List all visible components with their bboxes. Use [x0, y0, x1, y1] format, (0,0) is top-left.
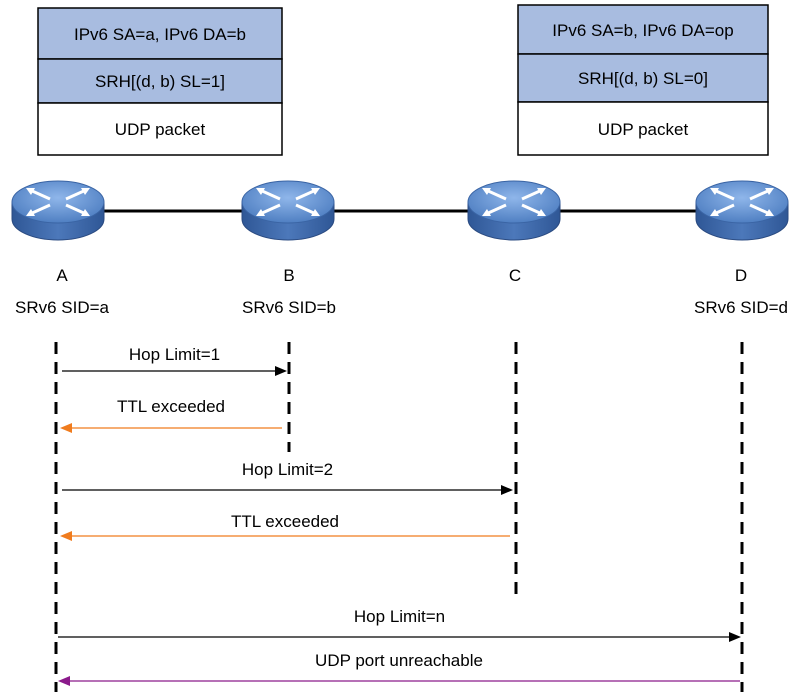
message-arrowhead — [501, 485, 513, 495]
message-arrowhead — [58, 676, 70, 686]
router-icon — [241, 180, 335, 241]
packet-right-row-0 — [517, 4, 769, 55]
router-arrow — [713, 188, 735, 201]
router-arrowhead — [26, 188, 35, 195]
router-top — [241, 180, 335, 224]
message-arrowhead — [275, 366, 287, 376]
node-d-sid: SRv6 SID=d — [694, 298, 788, 317]
message-arrowhead — [60, 531, 72, 541]
node-b-sid: SRv6 SID=b — [242, 298, 336, 317]
message-label: Hop Limit=n — [354, 607, 445, 626]
node-d-name: D — [735, 266, 747, 285]
router-icon — [467, 180, 561, 241]
router-arrowhead — [537, 188, 546, 195]
router-arrow — [295, 188, 317, 201]
message-3: Hop Limit=2 — [62, 460, 513, 495]
router-arrow — [65, 203, 87, 216]
packet-right-header-text: IPv6 SA=b, IPv6 DA=op — [552, 21, 733, 40]
message-5: Hop Limit=n — [58, 607, 741, 642]
router-top — [11, 180, 105, 224]
lifelines — [54, 342, 744, 692]
router-arrowhead — [765, 188, 774, 195]
router-arrowhead — [311, 209, 320, 216]
router-arrow — [521, 203, 543, 216]
router-arrow — [29, 188, 51, 201]
packet-left-srh-text: SRH[(d, b) SL=1] — [95, 72, 225, 91]
router-icon — [11, 180, 105, 241]
router-arrowhead — [710, 188, 719, 195]
node-labels: A SRv6 SID=a B SRv6 SID=b C D SRv6 SID=d — [15, 266, 788, 317]
router-arrowhead — [256, 188, 265, 195]
message-arrowhead — [729, 632, 741, 642]
message-6: UDP port unreachable — [58, 651, 740, 686]
packet-left: IPv6 SA=a, IPv6 DA=b SRH[(d, b) SL=1] UD… — [37, 7, 283, 156]
router-arrowhead — [537, 209, 546, 216]
message-arrowhead — [60, 423, 72, 433]
message-label: Hop Limit=1 — [129, 345, 220, 364]
router-arrow — [485, 188, 507, 201]
node-a-name: A — [56, 266, 68, 285]
packet-right-payload-text: UDP packet — [598, 120, 689, 139]
router-arrowhead — [482, 209, 491, 216]
router-arrow — [259, 188, 281, 201]
router-top — [695, 180, 789, 224]
message-label: TTL exceeded — [231, 512, 339, 531]
router-arrowhead — [311, 188, 320, 195]
message-label: UDP port unreachable — [315, 651, 483, 670]
message-2: TTL exceeded — [60, 397, 282, 433]
packet-left-row-1 — [37, 58, 283, 104]
router-arrow — [295, 203, 317, 216]
router-arrow — [749, 188, 771, 201]
message-1: Hop Limit=1 — [62, 345, 287, 376]
routers — [11, 180, 789, 241]
router-top — [467, 180, 561, 224]
router-arrow — [749, 203, 771, 216]
router-icon — [695, 180, 789, 241]
packet-right-row-2 — [517, 101, 769, 156]
packet-left-payload-text: UDP packet — [115, 120, 206, 139]
router-arrowhead — [26, 209, 35, 216]
message-label: Hop Limit=2 — [242, 460, 333, 479]
node-a-sid: SRv6 SID=a — [15, 298, 110, 317]
router-arrow — [29, 203, 51, 216]
node-b-name: B — [283, 266, 294, 285]
packet-left-header-text: IPv6 SA=a, IPv6 DA=b — [74, 25, 246, 44]
packet-left-row-0 — [37, 7, 283, 60]
router-arrowhead — [710, 209, 719, 216]
message-label: TTL exceeded — [117, 397, 225, 416]
router-arrow — [485, 203, 507, 216]
packet-right-srh-text: SRH[(d, b) SL=0] — [578, 69, 708, 88]
node-c-name: C — [509, 266, 521, 285]
router-arrowhead — [81, 188, 90, 195]
router-arrow — [65, 188, 87, 201]
message-4: TTL exceeded — [60, 512, 510, 541]
router-arrowhead — [482, 188, 491, 195]
router-arrow — [521, 188, 543, 201]
router-arrow — [713, 203, 735, 216]
packet-left-row-2 — [37, 102, 283, 156]
packet-right: IPv6 SA=b, IPv6 DA=op SRH[(d, b) SL=0] U… — [517, 4, 769, 156]
router-arrow — [259, 203, 281, 216]
router-arrowhead — [256, 209, 265, 216]
router-arrowhead — [765, 209, 774, 216]
router-arrowhead — [81, 209, 90, 216]
